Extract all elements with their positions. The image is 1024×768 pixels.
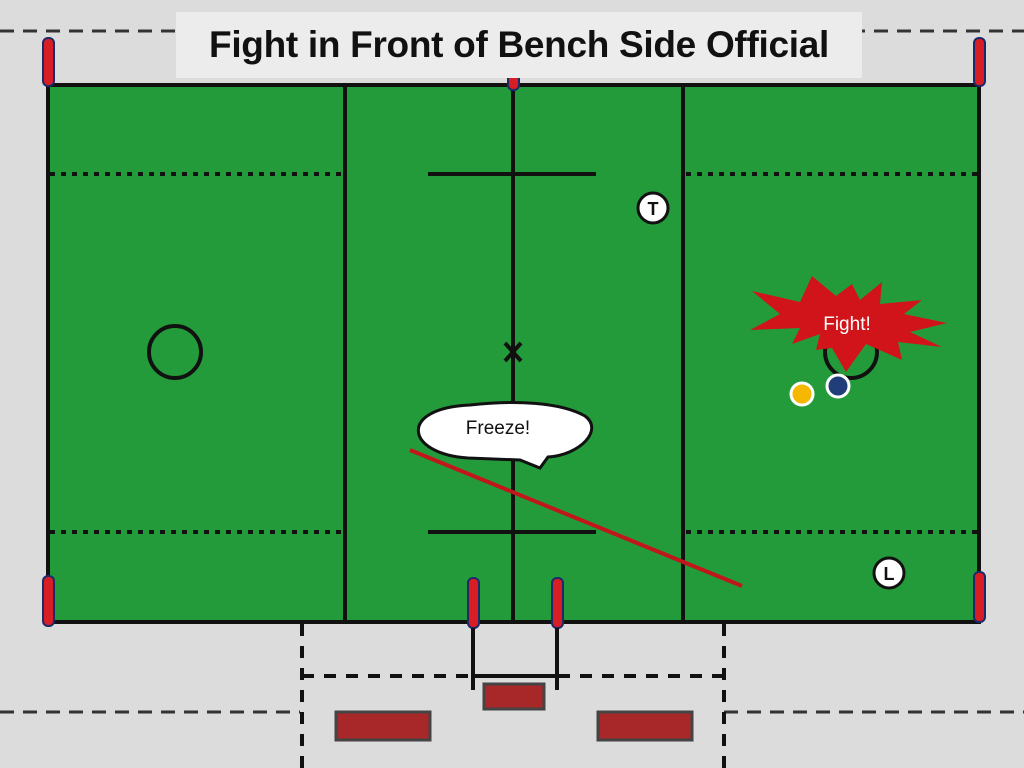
- player-yellow: [789, 381, 815, 407]
- bench-area-dashed: [300, 624, 726, 768]
- fight-burst-shape: [750, 276, 947, 372]
- trail-official: T: [636, 191, 670, 225]
- center-x-mark: [503, 341, 523, 363]
- sight-line: [409, 448, 743, 588]
- freeze-speech-bubble: Freeze!: [416, 401, 594, 470]
- freeze-label: Freeze!: [466, 418, 530, 439]
- left-crease: [147, 324, 203, 380]
- trail-official-label: T: [648, 199, 659, 219]
- dotted-field-lines: [50, 172, 977, 534]
- player-blue: [825, 373, 851, 399]
- lead-official-label: L: [884, 564, 895, 584]
- substitution-box: [471, 628, 559, 690]
- page-title: Fight in Front of Bench Side Official: [209, 24, 829, 65]
- fight-burst-callout: Fight!: [750, 276, 947, 372]
- lead-official: L: [872, 556, 906, 590]
- title-box: Fight in Front of Bench Side Official: [176, 12, 862, 78]
- fight-label: Fight!: [823, 314, 871, 335]
- penalty-boxes: [334, 682, 694, 742]
